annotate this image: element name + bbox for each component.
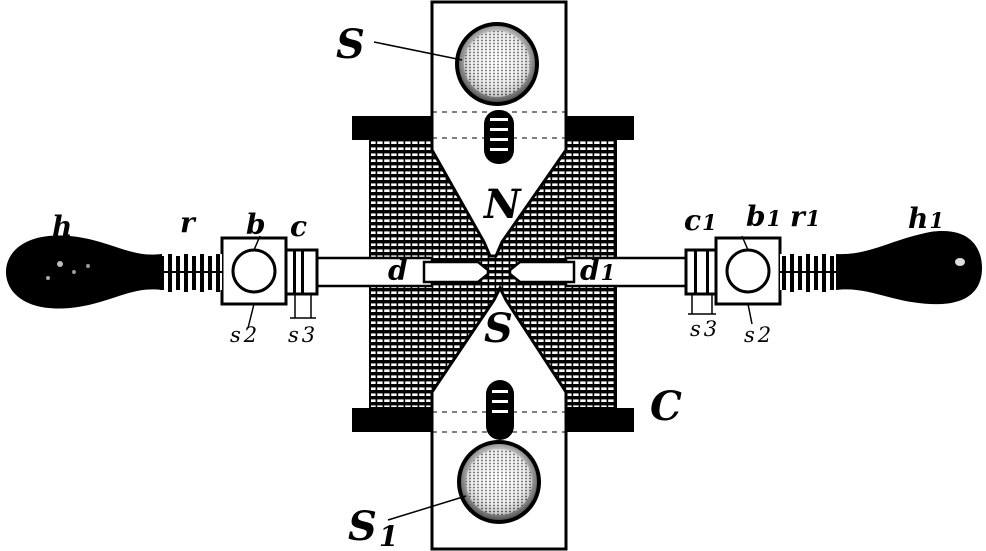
label-S1: S1	[348, 503, 398, 551]
spring-r1	[780, 254, 838, 292]
handle-h1	[836, 230, 982, 305]
label-c1: c1	[684, 204, 717, 237]
label-b: b	[246, 208, 266, 241]
label-S-middle: S	[484, 305, 513, 352]
label-C: C	[650, 383, 682, 430]
pole-piece-top	[430, 0, 568, 258]
left-assembly	[6, 235, 319, 329]
label-d1: d1	[580, 254, 615, 287]
spring-r	[160, 254, 222, 292]
label-S-top: S	[336, 21, 365, 68]
screw-s2-right	[725, 248, 771, 294]
label-N: N	[482, 181, 522, 228]
label-c: c	[290, 210, 307, 243]
label-r: r	[180, 206, 197, 239]
pole-piece-bottom	[430, 284, 568, 551]
label-h: h	[52, 210, 72, 243]
right-assembly	[684, 230, 982, 325]
electrode-d	[422, 260, 490, 284]
collar-c1	[684, 248, 720, 296]
label-r1: r1	[790, 200, 820, 233]
label-h1: h1	[908, 202, 944, 235]
label-d: d	[388, 254, 408, 287]
screw-s2-left	[231, 248, 277, 294]
label-b1: b1	[746, 200, 781, 233]
leader-lines	[253, 41, 749, 521]
electrode-d1	[508, 260, 576, 284]
rod-assembly	[312, 256, 690, 288]
handle-h	[6, 235, 162, 309]
